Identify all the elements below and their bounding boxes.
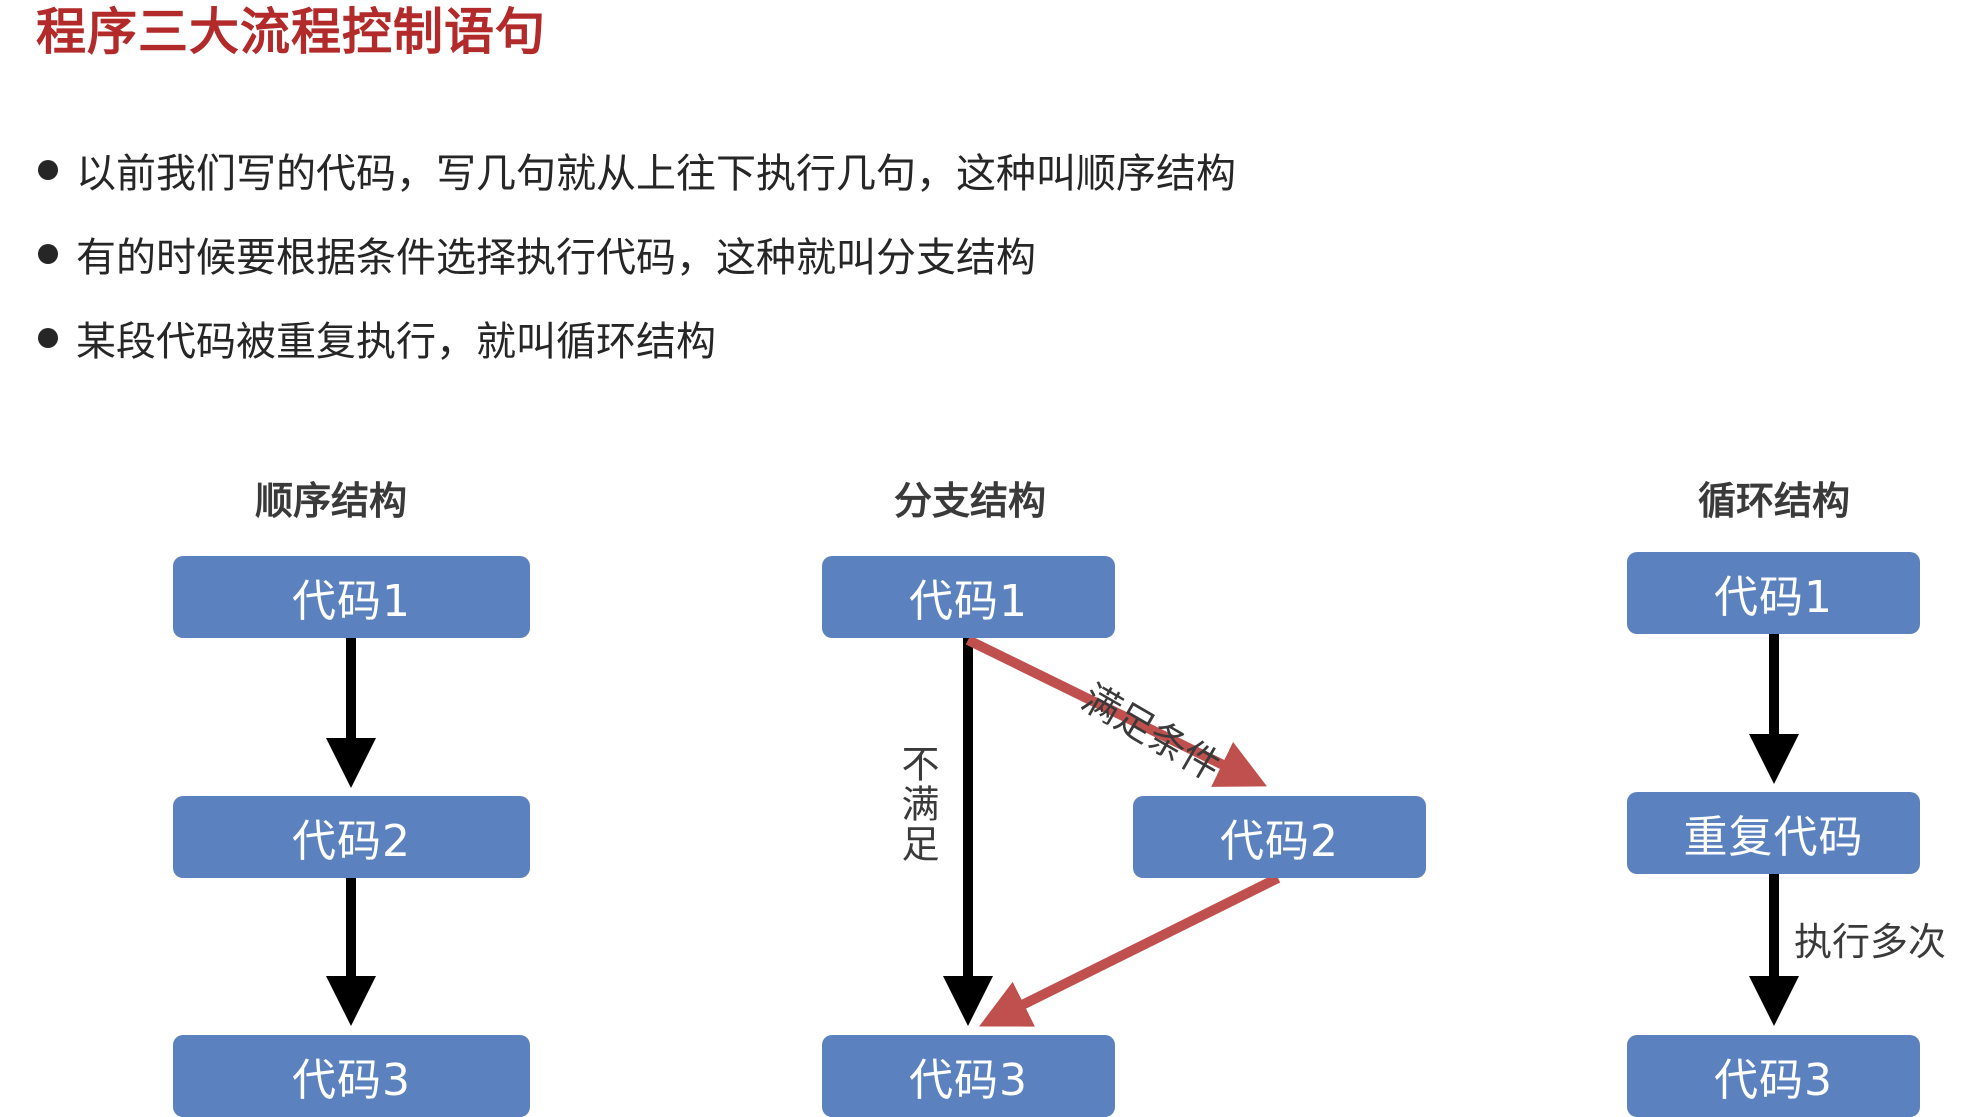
bullet-item: 有的时候要根据条件选择执行代码，这种就叫分支结构: [38, 212, 1236, 296]
sequence-box-2: 代码2: [173, 796, 530, 878]
bullet-text: 有的时候要根据条件选择执行代码，这种就叫分支结构: [76, 235, 1036, 281]
bullet-item: 以前我们写的代码，写几句就从上往下执行几句，这种叫顺序结构: [38, 128, 1236, 212]
sequence-box-3: 代码3: [173, 1035, 530, 1117]
bullet-text: 某段代码被重复执行，就叫循环结构: [76, 319, 716, 365]
branch-box-1: 代码1: [822, 556, 1115, 638]
loop-box-2: 重复代码: [1627, 792, 1920, 874]
bullet-dot-icon: [38, 328, 58, 348]
bullet-list: 以前我们写的代码，写几句就从上往下执行几句，这种叫顺序结构 有的时候要根据条件选…: [38, 128, 1236, 380]
bullet-text: 以前我们写的代码，写几句就从上往下执行几句，这种叫顺序结构: [76, 151, 1236, 197]
loop-label-repeat: 执行多次: [1794, 920, 1947, 964]
loop-box-1: 代码1: [1627, 552, 1920, 634]
bullet-dot-icon: [38, 244, 58, 264]
page-title: 程序三大流程控制语句: [36, 3, 546, 61]
bullet-dot-icon: [38, 160, 58, 180]
branch-box-2: 代码2: [1133, 796, 1426, 878]
bullet-item: 某段代码被重复执行，就叫循环结构: [38, 296, 1236, 380]
branch-box-3: 代码3: [822, 1035, 1115, 1117]
sequence-title: 顺序结构: [254, 479, 407, 523]
loop-box-3: 代码3: [1627, 1035, 1920, 1117]
loop-title: 循环结构: [1697, 479, 1850, 523]
branch-title: 分支结构: [893, 479, 1046, 523]
branch-label-not-satisfied: 不满足: [895, 744, 939, 864]
sequence-box-1: 代码1: [173, 556, 530, 638]
branch-arrow-2-to-3: [979, 873, 1281, 1027]
branch-arrow-satisfied: [965, 635, 1267, 787]
